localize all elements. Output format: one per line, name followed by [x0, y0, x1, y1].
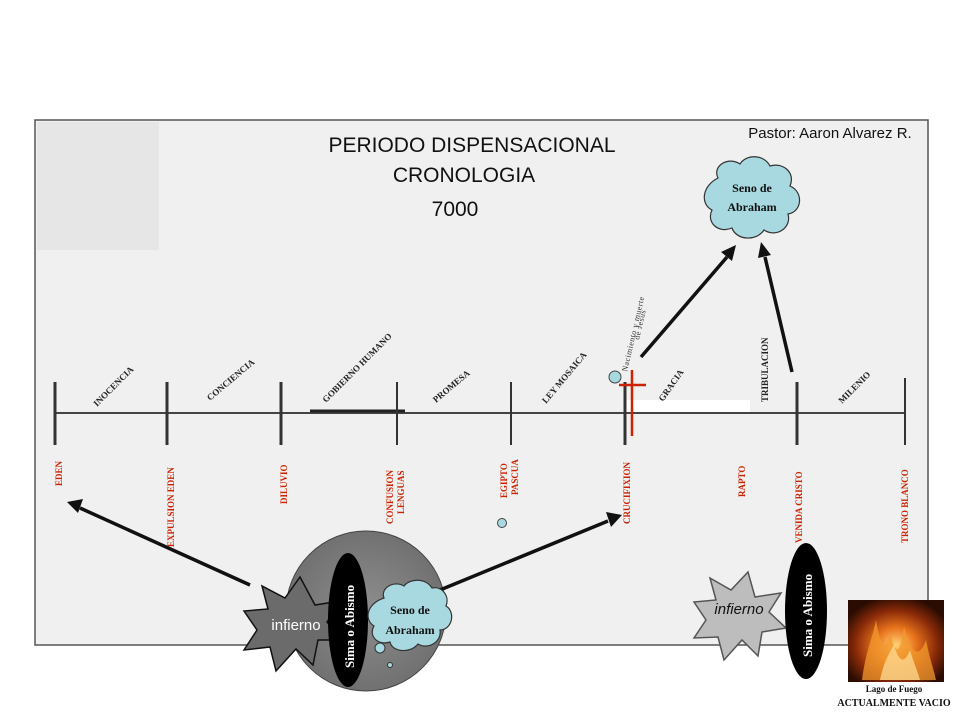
jesus-circle-marker	[608, 370, 622, 384]
infierno-right-label: infierno	[714, 601, 763, 618]
seno-abraham-cloud-bottom: Seno de Abraham	[367, 579, 453, 668]
event-label-crucifixion: CRUCIFIXION	[622, 461, 632, 524]
frame-shade-block	[37, 122, 159, 250]
seno-top-line2: Abraham	[727, 200, 776, 214]
gracia-band	[625, 400, 750, 413]
lago-status: ACTUALMENTE VACIO	[837, 698, 950, 709]
lago-title: Lago de Fuego	[866, 684, 923, 694]
seno-bottom-line2: Abraham	[385, 623, 434, 637]
arrow-pit-to-crucifixion	[439, 512, 622, 592]
arrow-pit-to-eden	[67, 499, 251, 587]
event-label-trono-blanco: TRONO BLANCO	[900, 469, 910, 543]
sima-left-label: Sima o Abismo	[342, 585, 357, 668]
event-label-expulsion-eden: EXPULSION EDEN	[166, 467, 176, 547]
sima-right-label: Sima o Abismo	[800, 574, 815, 657]
lago-de-fuego-image	[848, 600, 944, 682]
seno-bottom-line1: Seno de	[390, 603, 430, 617]
event-label-lenguas: LENGUAS	[396, 470, 406, 514]
event-label-eden: EDEN	[54, 460, 64, 486]
event-label-pascua: PASCUA	[510, 459, 520, 495]
period-label-tribulacion: TRIBULACION	[760, 337, 770, 402]
event-label-venida-cristo: VENIDA CRISTO	[794, 471, 804, 543]
arrow-venida-to-seno	[758, 242, 794, 373]
total-years: 7000	[432, 198, 479, 221]
infierno-starburst-right: infierno	[692, 570, 788, 662]
seno-abraham-cloud-top: Seno de Abraham	[703, 156, 801, 239]
small-marker-dot	[497, 518, 507, 528]
event-label-confusion: CONFUSION	[385, 469, 395, 524]
event-label-egipto-pascua: EGIPTO PASCUA	[499, 459, 520, 498]
arrow-crucifixion-to-seno	[639, 245, 736, 359]
event-label-egipto: EGIPTO	[499, 463, 509, 498]
seno-top-line1: Seno de	[732, 181, 772, 195]
event-label-rapto: RAPTO	[737, 466, 747, 497]
event-label-diluvio: DILUVIO	[279, 464, 289, 504]
page-title: PERIODO DISPENSACIONAL	[328, 134, 615, 157]
author-label: Pastor: Aaron Alvarez R.	[748, 125, 911, 142]
event-label-confusion-lenguas: CONFUSION LENGUAS	[385, 468, 406, 524]
page-subtitle: CRONOLOGIA	[393, 164, 535, 187]
sima-pill-left: Sima o Abismo	[328, 553, 368, 687]
sima-pill-right: Sima o Abismo	[785, 543, 827, 679]
infierno-left-label: infierno	[271, 617, 320, 634]
